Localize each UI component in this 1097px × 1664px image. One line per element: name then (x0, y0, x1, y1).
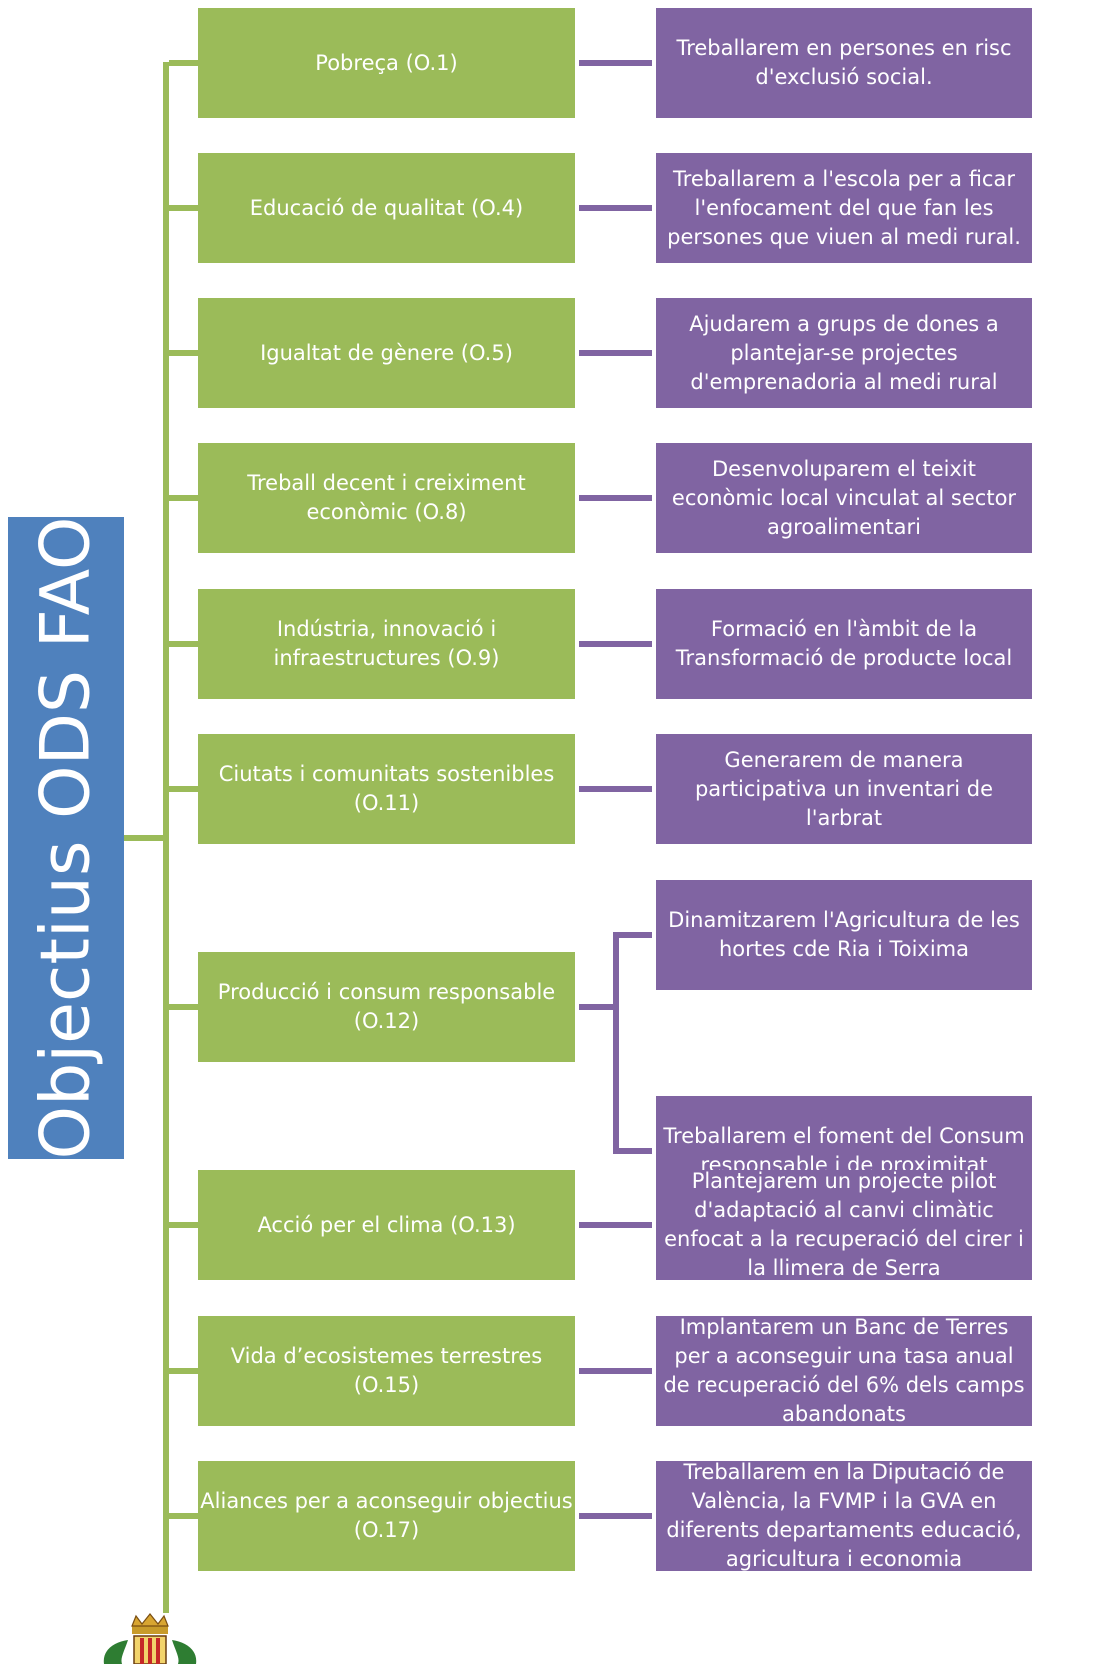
branch-line (169, 1004, 198, 1010)
objective-node: Treball decent i creiximent econòmic (O.… (198, 443, 575, 553)
action-node: Treballarem en la Diputació de València,… (656, 1460, 1032, 1571)
trunk-line (163, 62, 169, 1613)
objective-node: Acció per el clima (O.13) (198, 1170, 575, 1280)
action-node: Treballarem a l'escola per a ficar l'enf… (656, 153, 1032, 263)
action-connector (579, 60, 652, 66)
branch-line (169, 60, 198, 66)
action-connector (579, 786, 652, 792)
action-node: Generarem de manera participativa un inv… (656, 734, 1032, 844)
action-node: Treballarem en persones en risc d'exclus… (656, 8, 1032, 118)
root-connector (124, 835, 165, 841)
branch-line (169, 786, 198, 792)
action-node: Ajudarem a grups de dones a plantejar-se… (656, 298, 1032, 408)
objective-node: Producció i consum responsable (O.12) (198, 952, 575, 1062)
objective-node: Ciutats i comunitats sostenibles (O.11) (198, 734, 575, 844)
action-connector (579, 1513, 652, 1519)
branch-line (169, 1222, 198, 1228)
action-connector (579, 495, 652, 501)
objective-node: Vida d’ecosistemes terrestres (O.15) (198, 1316, 575, 1426)
action-connector (579, 205, 652, 211)
objective-node: Indústria, innovació i infraestructures … (198, 589, 575, 699)
branch-line (169, 641, 198, 647)
action-connector (613, 932, 652, 938)
action-connector (613, 1148, 652, 1154)
objective-node: Educació de qualitat (O.4) (198, 153, 575, 263)
action-node: Implantarem un Banc de Terres per a acon… (656, 1315, 1032, 1426)
root-label: Objectius ODS FAO (26, 516, 106, 1160)
coat-of-arms-icon (103, 1613, 197, 1664)
branch-line (169, 1513, 198, 1519)
branch-line (169, 495, 198, 501)
objective-node: Igualtat de gènere (O.5) (198, 298, 575, 408)
objective-node: Aliances per a aconseguir objectius (O.1… (198, 1461, 575, 1571)
action-node: Plantejarem un projecte pilot d'adaptaci… (656, 1169, 1032, 1280)
action-node: Dinamitzarem l'Agricultura de les hortes… (656, 880, 1032, 990)
root-node (8, 517, 124, 1159)
branch-line (169, 350, 198, 356)
action-connector (579, 1004, 617, 1010)
action-connector (579, 1222, 652, 1228)
action-node: Desenvoluparem el teixit econòmic local … (656, 443, 1032, 553)
branch-line (169, 205, 198, 211)
action-connector (579, 350, 652, 356)
action-connector (579, 1368, 652, 1374)
action-node: Formació en l'àmbit de la Transformació … (656, 589, 1032, 699)
objective-node: Pobreça (O.1) (198, 8, 575, 118)
action-split-line (613, 932, 619, 1154)
action-connector (579, 641, 652, 647)
branch-line (169, 1368, 198, 1374)
